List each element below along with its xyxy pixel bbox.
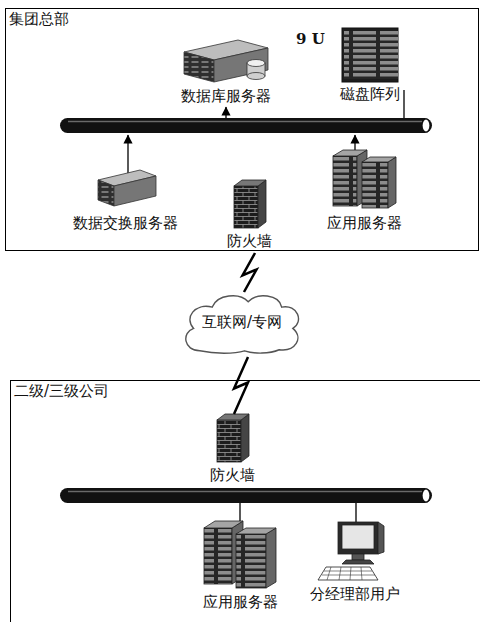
storage-node: 磁盘阵列	[336, 28, 404, 103]
server-node: 应用服务器	[199, 515, 282, 611]
disk-array-icon	[342, 28, 398, 82]
disk-cylinder	[247, 60, 265, 67]
bus-pipe	[60, 118, 432, 133]
node-label: 防火墙	[227, 233, 272, 250]
network-bus	[60, 118, 432, 133]
database-server-icon	[184, 40, 268, 82]
tower-top	[333, 150, 367, 156]
rack-drawers	[344, 31, 398, 79]
site-region: 二级/三级公司防火墙应用服务器 分经理部用户	[10, 380, 480, 622]
node-label: 分经理部用户	[310, 586, 400, 603]
wall-side	[241, 414, 249, 462]
tower-top	[236, 528, 276, 534]
server-side	[214, 48, 268, 82]
node-label: 应用服务器	[203, 594, 278, 611]
bus-highlight	[68, 121, 422, 123]
firewall-node: 防火墙	[223, 178, 276, 250]
node-label: 数据交换服务器	[73, 215, 178, 232]
bus-wire	[127, 135, 128, 176]
server-node: 应用服务器	[323, 143, 406, 232]
cloud-shape	[186, 296, 299, 353]
app-server-icon	[204, 521, 276, 588]
wall-front	[234, 186, 258, 228]
network-cloud: 互联网/专网	[180, 290, 304, 354]
tower-side	[388, 157, 396, 208]
node-label: 数据库服务器	[181, 88, 271, 105]
bus-wire	[403, 90, 404, 118]
firewall-icon	[234, 180, 266, 228]
tower-top	[204, 521, 243, 528]
firewall-icon	[217, 414, 249, 462]
disk-cylinder	[247, 73, 265, 80]
wall-front	[217, 420, 241, 462]
pc-icon	[318, 522, 384, 580]
node-label: 二级/三级公司	[11, 381, 112, 402]
node-label: 磁盘阵列	[340, 86, 400, 103]
monitor-stand	[352, 554, 364, 560]
server-side	[114, 176, 156, 206]
tower-front	[362, 162, 388, 208]
keyboard	[318, 567, 378, 580]
bus-end	[422, 489, 430, 502]
bus-highlight	[68, 491, 422, 493]
server-node: 数据交换服务器	[69, 165, 182, 232]
wall-top	[234, 180, 266, 186]
client-node: 分经理部用户	[306, 515, 404, 603]
keyboard-keys	[322, 567, 375, 580]
node-label: 互联网/专网	[202, 314, 282, 331]
wall-top	[217, 414, 249, 420]
bus-wire	[355, 503, 356, 522]
tower-front	[236, 534, 266, 588]
firewall-node: 防火墙	[206, 412, 259, 484]
bus-wire	[225, 107, 226, 118]
monitor-screen	[342, 525, 374, 549]
node-label: 集团总部	[6, 9, 72, 30]
tower-top	[362, 157, 396, 162]
exchange-server-icon	[98, 170, 156, 206]
monitor	[338, 522, 378, 554]
server-front	[98, 180, 114, 206]
bus-pipe	[60, 488, 432, 503]
wall-side	[258, 180, 266, 228]
app-server-icon	[333, 150, 396, 208]
bus-wire	[354, 135, 355, 150]
server-front	[184, 52, 214, 82]
bus-wire	[239, 503, 240, 522]
lightning-link	[234, 357, 248, 414]
site-region: 集团总部数据库服务器 磁盘阵列数据交换服务器防火墙 应用服务器	[5, 8, 479, 251]
monitor-base	[342, 560, 374, 564]
bus-end	[422, 119, 430, 132]
lightning-link	[243, 253, 257, 292]
size-label: 9 U	[296, 31, 325, 48]
node-label: 应用服务器	[327, 215, 402, 232]
tower-front	[204, 528, 232, 584]
tower-front	[333, 156, 357, 206]
monitor-side	[378, 522, 384, 554]
node-label: 防火墙	[210, 467, 255, 484]
server-node: 数据库服务器	[177, 38, 275, 105]
network-bus	[60, 488, 432, 503]
rack-frame	[342, 28, 398, 82]
tower-side	[266, 528, 276, 588]
